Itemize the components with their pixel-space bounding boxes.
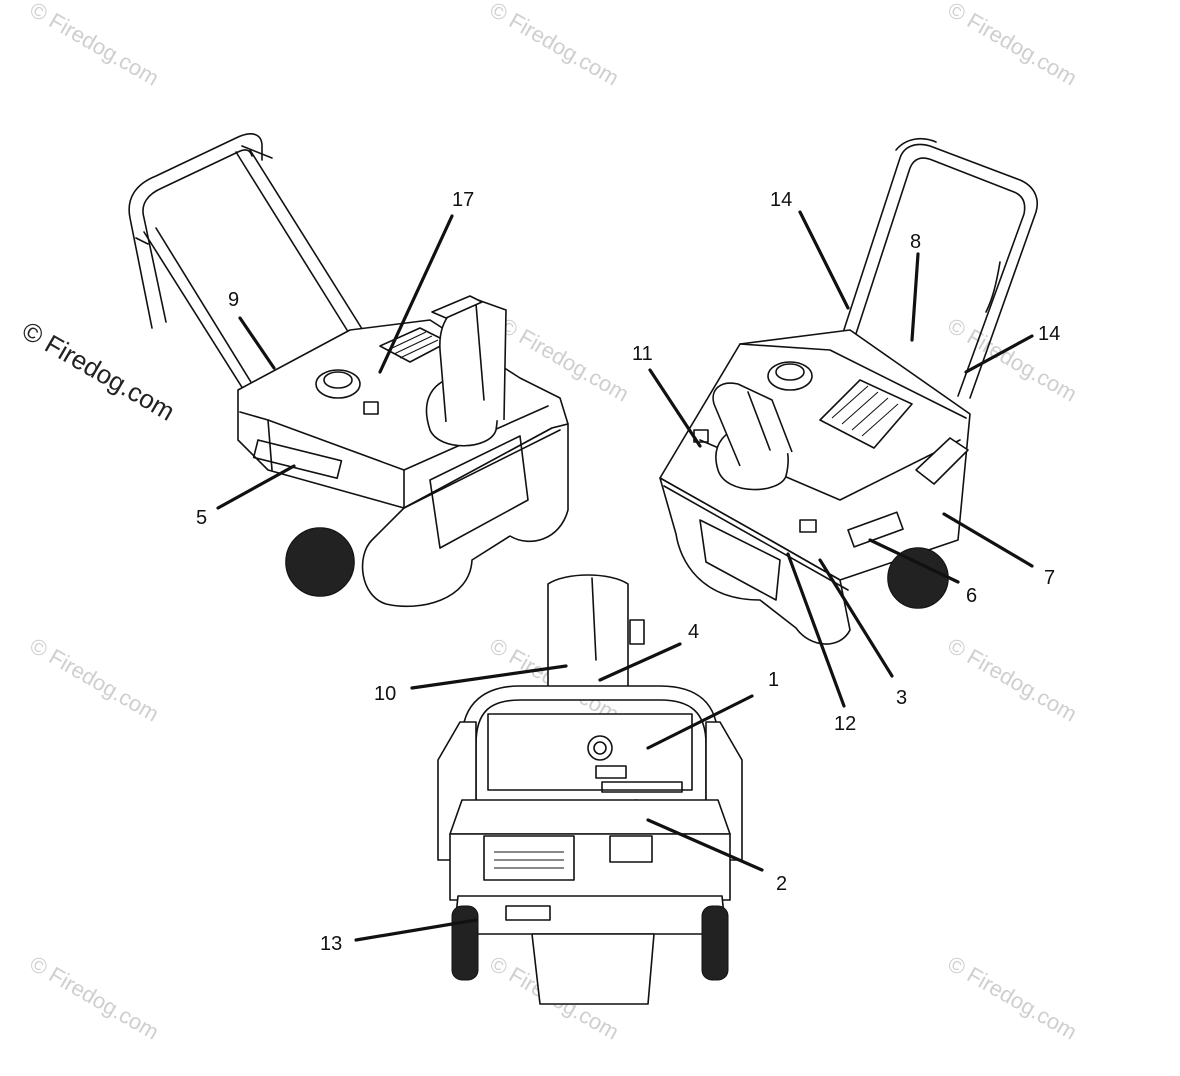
callout-12: 12 [834, 713, 856, 735]
callout-4: 4 [688, 621, 699, 643]
watermark: © Firedog.com [26, 951, 164, 1045]
callout-1: 1 [768, 669, 779, 691]
snowblower-left-view [128, 133, 569, 608]
watermark: © Firedog.com [17, 315, 180, 426]
callout-labels: 17 9 5 14 8 14 11 7 6 3 12 4 10 1 2 13 [196, 189, 1060, 955]
callout-13: 13 [320, 933, 342, 955]
snowblower-rear-view [437, 574, 743, 1005]
callout-2: 2 [776, 873, 787, 895]
callout-10: 10 [374, 683, 396, 705]
callout-9: 9 [228, 289, 239, 311]
watermark: © Firedog.com [944, 951, 1082, 1045]
callout-7: 7 [1044, 567, 1055, 589]
watermark: © Firedog.com [944, 313, 1082, 407]
watermark: © Firedog.com [26, 633, 164, 727]
watermark: © Firedog.com [944, 633, 1082, 727]
watermark: © Firedog.com [486, 0, 624, 91]
callout-14: 14 [770, 189, 792, 211]
watermark: © Firedog.com [944, 0, 1082, 91]
callout-6: 6 [966, 585, 977, 607]
leader-lines [216, 210, 1034, 942]
callout-8: 8 [910, 231, 921, 253]
callout-14: 14 [1038, 323, 1060, 345]
callout-17: 17 [452, 189, 474, 211]
watermark: © Firedog.com [26, 0, 164, 91]
callout-11: 11 [632, 343, 653, 365]
callout-5: 5 [196, 507, 207, 529]
callout-3: 3 [896, 687, 907, 709]
snowblower-right-view [659, 137, 1038, 645]
